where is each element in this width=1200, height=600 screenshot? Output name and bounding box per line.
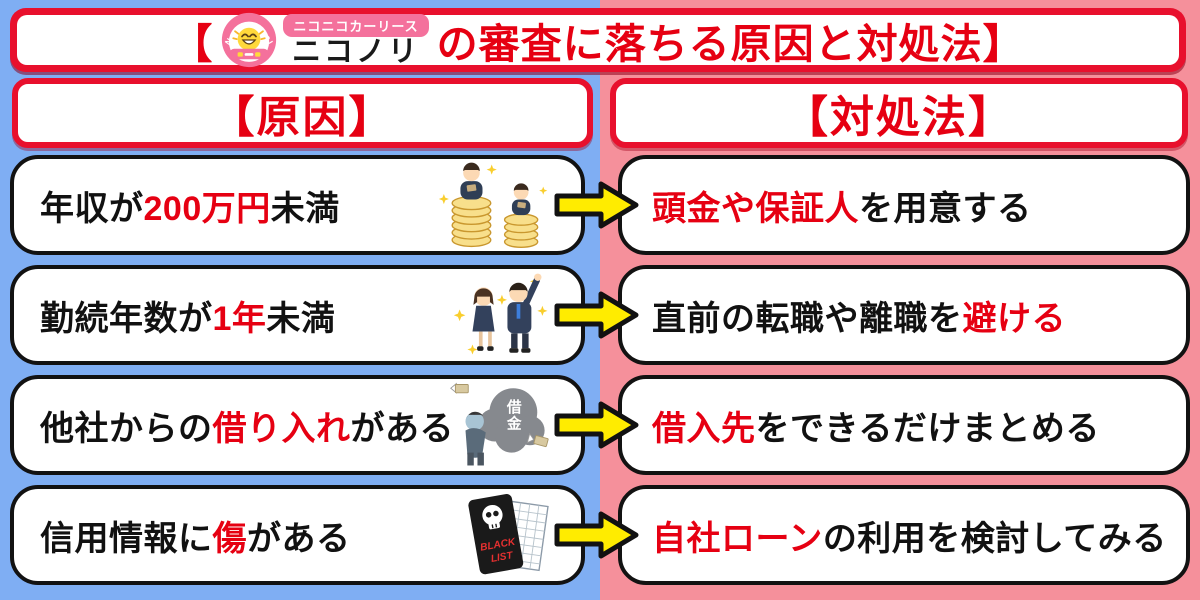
causes-header-label: 【原因】 <box>210 93 395 142</box>
cause-box-tenure: 勤続年数が1年未満 <box>10 265 585 365</box>
winged-bill-icon <box>526 432 549 448</box>
arrow-right-icon <box>554 401 639 449</box>
exhausted-man-icon <box>465 411 486 466</box>
blacklist-card-icon: BLACK LIST <box>468 493 524 575</box>
solution-text: 頭金や保証人を用意する <box>652 181 1032 230</box>
solutions-header-label: 【対処法】 <box>784 93 1014 142</box>
businessman-icon <box>460 162 483 200</box>
cause-text-pre: 勤続年数が <box>40 299 213 338</box>
businessman-pointing-icon <box>507 273 542 353</box>
sun-rays-icon <box>232 30 266 40</box>
businessmen-on-coin-stacks-illustration <box>438 162 548 249</box>
solution-text-em: 避ける <box>962 299 1066 338</box>
cause-text-em: 1年 <box>212 299 267 338</box>
cause-text-em: 借り入れ <box>212 409 351 448</box>
solution-text-post: を用意する <box>859 189 1032 228</box>
cause-box-income: 年収が200万円未満 <box>10 155 585 255</box>
debt-bag-label-1: 借 <box>506 398 522 416</box>
solution-text: 借入先をできるだけまとめる <box>652 401 1100 450</box>
businessman-small-icon <box>511 183 531 216</box>
cause-text-post: がある <box>247 519 351 558</box>
man-carrying-debt-bag-illustration: 借 金 <box>450 382 549 466</box>
solution-text-post: をできるだけまとめる <box>755 409 1100 448</box>
logo-name: ニコノリ <box>291 35 420 68</box>
cause-text: 信用情報に傷がある <box>40 511 351 560</box>
solution-box-consolidate: 借入先をできるだけまとめる <box>618 375 1190 475</box>
cause-box-borrowing: 他社からの借り入れがある 借 金 <box>10 375 585 475</box>
cause-text-post: がある <box>350 409 454 448</box>
arrow-right-icon <box>554 511 639 559</box>
cause-text: 他社からの借り入れがある <box>40 401 454 450</box>
new-employees-celebrating-illustration <box>453 273 548 355</box>
solution-text: 自社ローンの利用を検討してみる <box>652 511 1167 560</box>
cause-text-em: 200万円 <box>143 189 271 228</box>
coin-stack-icon <box>451 196 539 249</box>
title-banner-inner: 【 NICONORI <box>17 12 1179 68</box>
cause-text-pre: 他社からの <box>40 409 213 448</box>
arrow-right-icon <box>554 291 639 339</box>
skull-icon <box>482 504 503 526</box>
cause-text-post: 未満 <box>266 299 336 338</box>
debt-bag-icon: 借 金 <box>478 388 545 453</box>
solutions-header: 【対処法】 <box>610 78 1188 148</box>
causes-header: 【原因】 <box>12 78 593 148</box>
niconori-logo: NICONORI ニコニコカーリース ニコノリ <box>221 12 429 68</box>
arrow-right-icon <box>554 181 639 229</box>
solution-text-em: 借入先 <box>652 409 756 448</box>
businesswoman-icon <box>472 287 495 351</box>
logo-text-column: ニコニコカーリース ニコノリ <box>283 13 429 68</box>
winged-bill-icon <box>450 382 469 394</box>
solution-text: 直前の転職や離職を避ける <box>652 291 1066 340</box>
solution-text-pre: 直前の転職や離職を <box>652 299 963 338</box>
cause-text: 年収が200万円未満 <box>40 181 340 230</box>
cause-text-pre: 信用情報に <box>40 519 213 558</box>
solution-text-post: の利用を検討してみる <box>822 519 1167 558</box>
cause-text: 勤続年数が1年未満 <box>40 291 335 340</box>
page-title: の審査に落ちる原因と対処法】 <box>436 21 1025 67</box>
cause-text-pre: 年収が <box>40 189 144 228</box>
solution-box-inhouse-loan: 自社ローンの利用を検討してみる <box>618 485 1190 585</box>
blacklist-card-illustration: BLACK LIST <box>468 493 549 575</box>
cause-text-em: 傷 <box>212 519 247 558</box>
solution-box-job-change: 直前の転職や離職を避ける <box>618 265 1190 365</box>
solution-box-downpayment: 頭金や保証人を用意する <box>618 155 1190 255</box>
sparkle-icon <box>438 164 548 205</box>
cause-text-post: 未満 <box>270 189 340 228</box>
smiley-face-icon <box>237 27 261 51</box>
title-banner: 【 NICONORI <box>10 8 1186 72</box>
debt-bag-label-2: 金 <box>506 415 522 433</box>
niconori-emblem-icon: NICONORI <box>222 12 277 68</box>
solution-text-em: 頭金や保証人 <box>652 189 859 228</box>
cause-box-credit: 信用情報に傷がある BLACK LIS <box>10 485 585 585</box>
logo-badge: ニコニコカーリース <box>283 13 429 37</box>
solution-text-em: 自社ローン <box>652 519 823 558</box>
title-open-bracket: 【 <box>171 21 214 67</box>
blacklist-label-2: LIST <box>490 550 514 565</box>
